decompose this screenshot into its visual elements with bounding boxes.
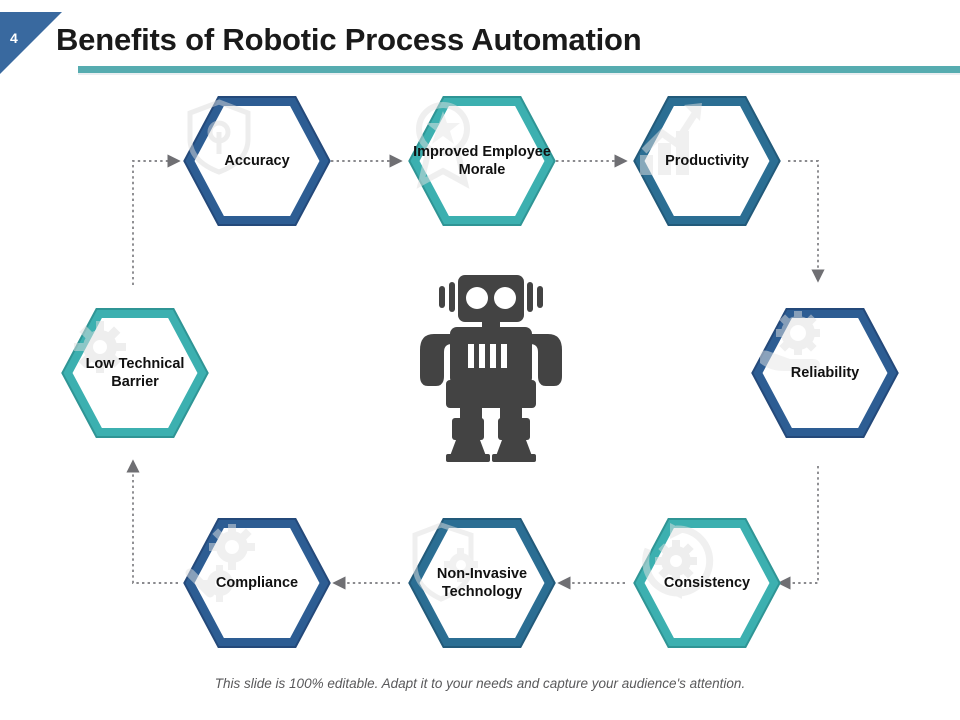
title-underline-bar <box>78 66 960 73</box>
slide-number-triangle <box>0 12 62 74</box>
hex-node-low-technical-barrier[interactable]: Low Technical Barrier <box>61 308 209 438</box>
page-title: Benefits of Robotic Process Automation <box>56 22 642 57</box>
hexagon-outline <box>633 518 781 648</box>
hexagon-outline <box>183 96 331 226</box>
hex-node-accuracy[interactable]: Accuracy <box>183 96 331 226</box>
hexagon-outline <box>183 518 331 648</box>
hex-node-non-invasive-technology[interactable]: Non-Invasive Technology <box>408 518 556 648</box>
title-underline-shadow <box>78 73 960 75</box>
robot-icon <box>406 272 576 462</box>
hex-node-productivity[interactable]: Productivity <box>633 96 781 226</box>
hex-node-improved-employee-morale[interactable]: Improved Employee Morale <box>408 96 556 226</box>
hexagon-outline <box>61 308 209 438</box>
hex-node-compliance[interactable]: Compliance <box>183 518 331 648</box>
hexagon-outline <box>633 96 781 226</box>
footer-note: This slide is 100% editable. Adapt it to… <box>214 676 746 691</box>
hex-node-reliability[interactable]: Reliability <box>751 308 899 438</box>
hexagon-outline <box>751 308 899 438</box>
slide-number: 4 <box>10 30 18 46</box>
hex-node-consistency[interactable]: Consistency <box>633 518 781 648</box>
hexagon-outline <box>408 96 556 226</box>
hexagon-outline <box>408 518 556 648</box>
